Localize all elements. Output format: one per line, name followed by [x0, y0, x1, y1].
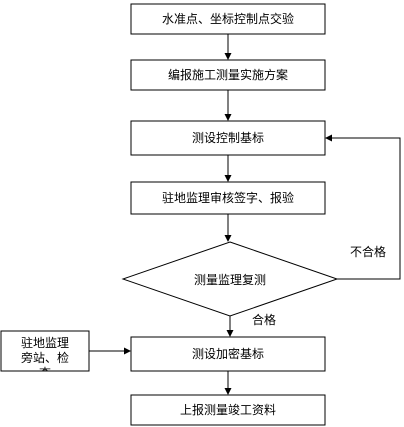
step-3-box: 测设控制基标 — [130, 120, 326, 156]
decision-label: 测量监理复测 — [194, 273, 266, 287]
side-supervision-box: 驻地监理 旁站、检 查 — [0, 330, 90, 380]
side-label-line-2: 旁站、检 — [21, 350, 69, 365]
fail-label: 不合格 — [350, 244, 386, 259]
step-4-box: 驻地监理审核签字、报验 — [130, 181, 326, 215]
arrow-step3-to-step4 — [224, 155, 232, 182]
pass-label: 合格 — [252, 312, 276, 327]
step-5-box: 测设加密基标 — [130, 336, 326, 372]
step-6-label: 上报测量竣工资料 — [180, 402, 276, 417]
step-2-label: 编报施工测量实施方案 — [168, 67, 288, 82]
step-1-label: 水准点、坐标控制点交验 — [162, 11, 294, 26]
decision-diamond: 测量监理复测 — [121, 241, 339, 317]
step-5-label: 测设加密基标 — [192, 346, 264, 361]
arrow-step5-to-step6 — [224, 371, 232, 395]
step-6-box: 上报测量竣工资料 — [130, 394, 326, 426]
arrow-step2-to-step3 — [224, 90, 232, 121]
arrow-decision-to-step5 — [226, 316, 234, 337]
arrow-step1-to-step2 — [224, 34, 232, 60]
side-label-line-1: 驻地监理 — [21, 335, 69, 350]
step-3-label: 测设控制基标 — [192, 131, 264, 145]
arrow-side-to-step5 — [89, 347, 131, 355]
arrow-decision-back-to-step3 — [325, 134, 401, 280]
step-4-label: 驻地监理审核签字、报验 — [162, 190, 294, 205]
arrow-step4-to-decision — [224, 214, 232, 242]
side-label-line-3: 查 — [39, 366, 51, 380]
step-2-box: 编报施工测量实施方案 — [130, 59, 326, 91]
step-1-box: 水准点、坐标控制点交验 — [130, 3, 326, 35]
